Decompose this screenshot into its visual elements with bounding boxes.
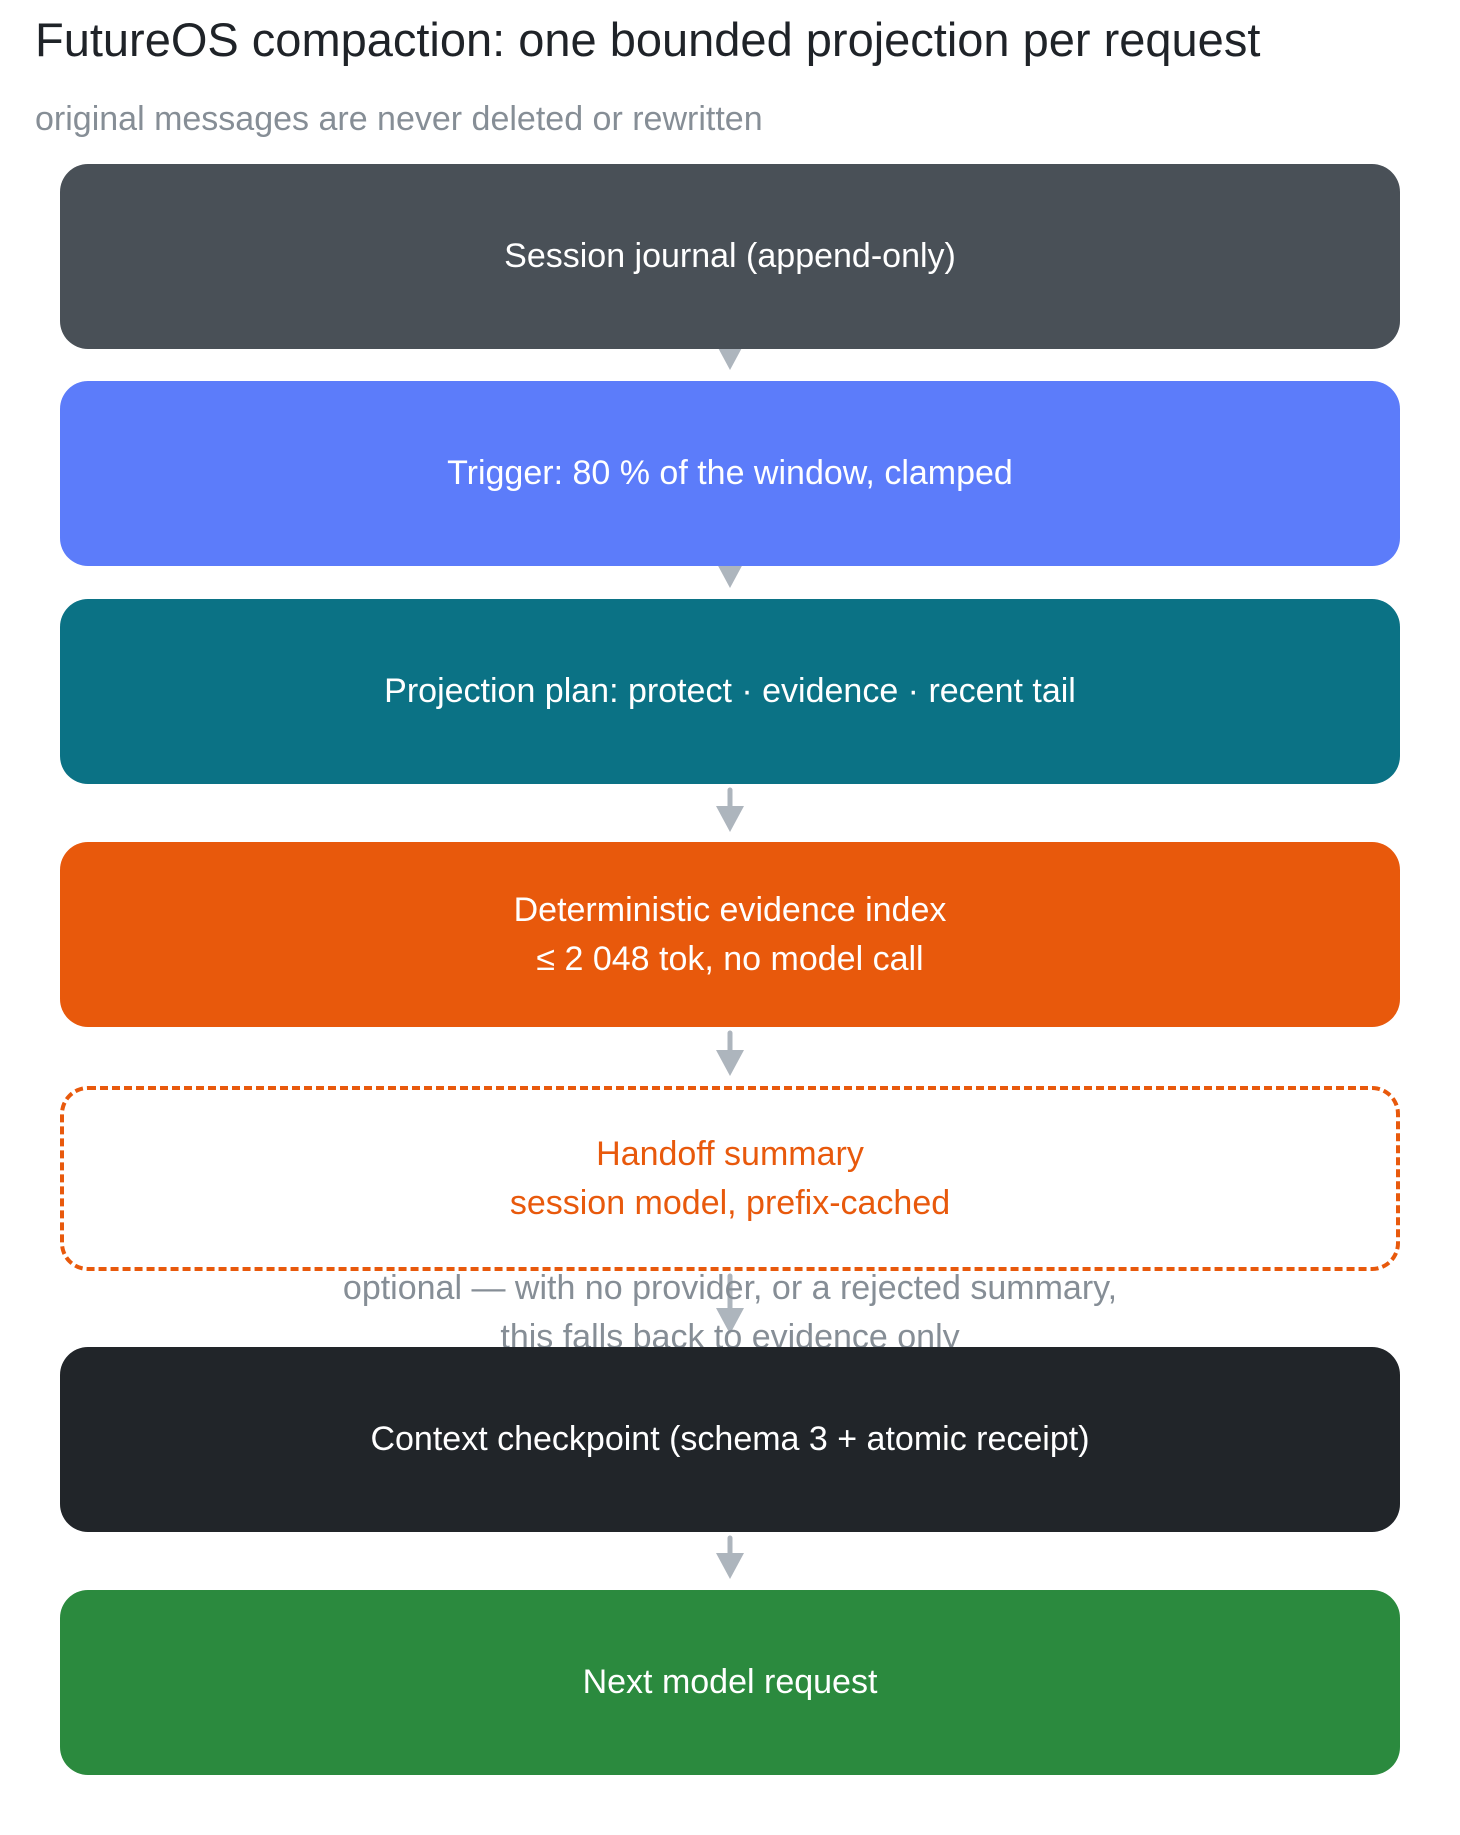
node-label-line-2: ≤ 2 048 tok, no model call — [536, 939, 924, 978]
node-projection-plan: Projection plan: protect · evidence · re… — [60, 599, 1400, 784]
node-next-model-request: Next model request — [60, 1590, 1400, 1775]
node-evidence-index: Deterministic evidence index ≤ 2 048 tok… — [60, 842, 1400, 1027]
node-label-line-1: Handoff summary — [596, 1134, 864, 1173]
node-label: Next model request — [582, 1663, 878, 1701]
node-label: Projection plan: protect · evidence · re… — [384, 672, 1076, 710]
arrow-plan-to-index — [716, 787, 744, 832]
node-context-checkpoint: Context checkpoint (schema 3 + atomic re… — [60, 1347, 1400, 1532]
node-label-line-2: session model, prefix-cached — [509, 1183, 951, 1222]
node-label: Session journal (append-only) — [504, 237, 956, 275]
node-label-line-1: Deterministic evidence index — [513, 890, 947, 929]
note-line-1: optional — with no provider, or a reject… — [342, 1269, 1118, 1307]
node-label: Context checkpoint (schema 3 + atomic re… — [370, 1420, 1090, 1458]
node-handoff-summary: Handoff summary session model, prefix-ca… — [60, 1086, 1400, 1271]
diagram-subtitle: original messages are never deleted or r… — [35, 100, 763, 138]
node-label: Trigger: 80 % of the window, clamped — [447, 454, 1013, 492]
arrow-index-to-handoff — [716, 1030, 744, 1076]
arrow-checkpoint-to-request — [716, 1535, 744, 1579]
diagram-title: FutureOS compaction: one bounded project… — [35, 13, 1261, 66]
node-trigger: Trigger: 80 % of the window, clamped — [60, 381, 1400, 566]
node-session-journal: Session journal (append-only) — [60, 164, 1400, 349]
